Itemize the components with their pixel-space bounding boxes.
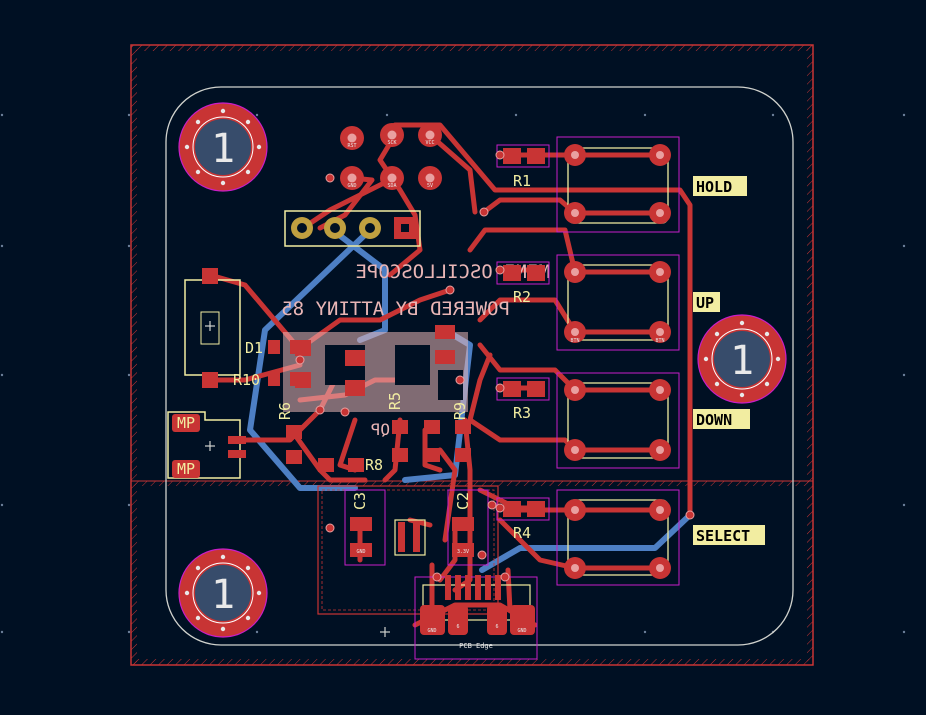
mirrored-fragment-text: QP bbox=[371, 420, 390, 439]
resistor-r1[interactable]: R1 bbox=[496, 144, 550, 190]
svg-text:SCK: SCK bbox=[387, 140, 396, 146]
resistor-r2[interactable]: R2 bbox=[496, 261, 550, 306]
label-select: SELECT bbox=[693, 525, 765, 545]
ref-r10: R10 bbox=[233, 371, 260, 389]
svg-text:GND: GND bbox=[427, 628, 436, 634]
svg-text:6: 6 bbox=[456, 624, 459, 630]
c2-pad-top[interactable] bbox=[452, 517, 474, 531]
pcb-edge-label: PCB Edge bbox=[459, 642, 493, 650]
label-down: DOWN bbox=[693, 409, 750, 429]
power-section: GND 3.3V bbox=[317, 485, 499, 615]
usb-shield-pad-center-left[interactable] bbox=[448, 605, 468, 635]
svg-text:RST: RST bbox=[347, 143, 356, 149]
header-pin-vcc[interactable]: VCC bbox=[418, 123, 442, 147]
button-up[interactable]: BTN BTN bbox=[556, 254, 680, 351]
svg-text:SELECT: SELECT bbox=[696, 527, 750, 545]
mounting-hole-right[interactable]: 1 bbox=[697, 314, 787, 404]
left-smd-passives bbox=[268, 325, 471, 472]
resistor-r4[interactable]: R4 bbox=[496, 497, 550, 542]
header-pin-sck[interactable]: SCK bbox=[380, 123, 404, 147]
button-select[interactable] bbox=[556, 489, 680, 586]
board-edge-cuts bbox=[165, 86, 794, 646]
header-pin-gnd[interactable]: GND bbox=[340, 166, 364, 190]
mounting-hole-label: 1 bbox=[730, 338, 754, 384]
mp-connector: MP MP bbox=[167, 411, 246, 479]
usb-connector: GND 6 6 GND PCB Edge bbox=[414, 575, 538, 660]
usb-shield-pad-left[interactable] bbox=[420, 605, 445, 635]
svg-text:GND: GND bbox=[347, 183, 356, 189]
mp-label-top: MP bbox=[177, 414, 195, 432]
c2-pad-bottom[interactable] bbox=[452, 543, 474, 557]
svg-text:SDA: SDA bbox=[387, 183, 396, 189]
svg-text:BTN: BTN bbox=[570, 338, 579, 344]
ref-c2: C2 bbox=[454, 492, 472, 510]
svg-text:HOLD: HOLD bbox=[696, 178, 732, 196]
mp-pad-bottom[interactable] bbox=[172, 460, 200, 478]
svg-text:UP: UP bbox=[696, 294, 714, 312]
button-hold[interactable] bbox=[556, 136, 680, 233]
mounting-hole-label: 1 bbox=[211, 126, 235, 172]
resistor-r3[interactable]: R3 bbox=[496, 377, 550, 422]
switch-pad-top[interactable] bbox=[202, 268, 218, 284]
programming-header: RST SCK VCC GND SDA 5V bbox=[340, 123, 442, 190]
header-pin-5v[interactable]: 5V bbox=[418, 166, 442, 190]
header-pin-rst[interactable]: RST bbox=[340, 126, 364, 150]
svg-text:3.3V: 3.3V bbox=[457, 549, 469, 555]
label-up: UP bbox=[693, 292, 720, 312]
button-down[interactable] bbox=[556, 372, 680, 469]
header-pin-sda[interactable]: SDA bbox=[380, 166, 404, 190]
switch-pad-bottom[interactable] bbox=[202, 372, 218, 388]
mounting-hole-top-left[interactable]: 1 bbox=[178, 102, 268, 192]
svg-text:GND: GND bbox=[356, 549, 365, 555]
ref-r8: R8 bbox=[365, 456, 383, 474]
svg-text:5V: 5V bbox=[427, 183, 433, 189]
resistor-label: R2 bbox=[513, 288, 531, 306]
svg-text:VCC: VCC bbox=[425, 140, 434, 146]
ref-c3: C3 bbox=[351, 492, 369, 510]
svg-text:6: 6 bbox=[495, 624, 498, 630]
mp-pad-top[interactable] bbox=[172, 414, 200, 432]
origin-markers bbox=[205, 321, 390, 637]
label-hold: HOLD bbox=[693, 176, 747, 196]
mounting-hole-label: 1 bbox=[211, 572, 235, 618]
ref-r6: R6 bbox=[276, 402, 294, 420]
ref-d1: D1 bbox=[245, 339, 263, 357]
display-header bbox=[284, 210, 421, 247]
slide-switch bbox=[184, 268, 241, 388]
mounting-hole-bottom-left[interactable]: 1 bbox=[178, 548, 268, 638]
c3-pad-bottom[interactable] bbox=[350, 543, 372, 557]
svg-text:DOWN: DOWN bbox=[696, 411, 732, 429]
usb-shield-pad-center-right[interactable] bbox=[487, 605, 507, 635]
mirrored-subtitle-text: POWERED BY ATTINY 85 bbox=[281, 298, 510, 320]
c3-pad-top[interactable] bbox=[350, 517, 372, 531]
resistor-label: R4 bbox=[513, 524, 531, 542]
vias bbox=[295, 150, 695, 582]
usb-shield-pad-right[interactable] bbox=[510, 605, 535, 635]
mp-label-bottom: MP bbox=[177, 460, 195, 478]
svg-text:BTN: BTN bbox=[655, 338, 664, 344]
resistor-label: R1 bbox=[513, 172, 531, 190]
ref-r9: R9 bbox=[451, 402, 469, 420]
resistor-label: R3 bbox=[513, 404, 531, 422]
svg-text:GND: GND bbox=[517, 628, 526, 634]
ref-r5: R5 bbox=[386, 392, 404, 410]
